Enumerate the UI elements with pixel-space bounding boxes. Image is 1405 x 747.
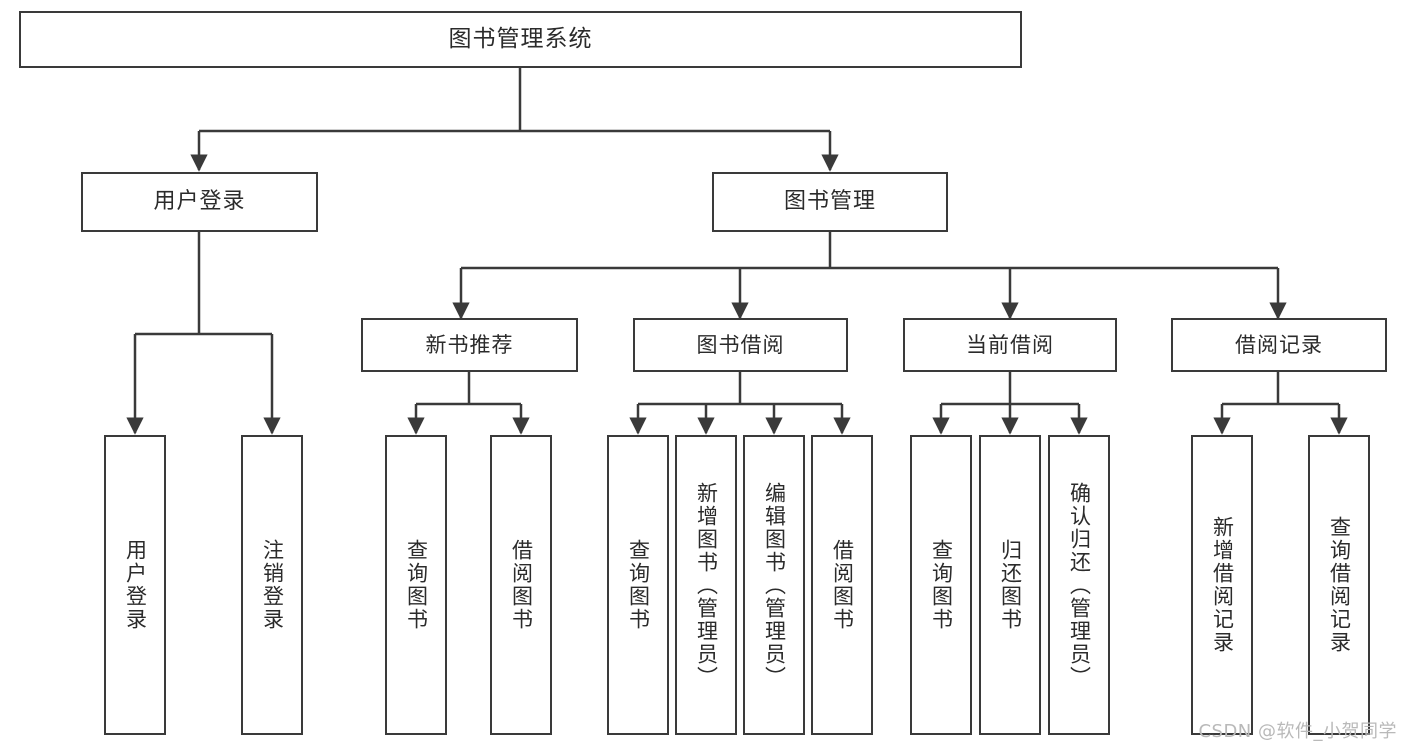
node-label: 当前借阅	[966, 332, 1054, 357]
leaf-add-book-admin[interactable]: 新增图书（管理员）	[675, 435, 737, 735]
node-label: 确认归还（管理员）	[1067, 481, 1092, 689]
node-label: 用户登录	[123, 539, 148, 631]
node-borrowing-record[interactable]: 借阅记录	[1171, 318, 1387, 372]
watermark-text: CSDN @软件_小贺同学	[1198, 721, 1397, 742]
leaf-add-borrow-record[interactable]: 新增借阅记录	[1191, 435, 1253, 735]
node-label: 查询图书	[929, 539, 954, 631]
node-book-management[interactable]: 图书管理	[712, 172, 948, 232]
leaf-query-book-new[interactable]: 查询图书	[385, 435, 447, 735]
node-label: 归还图书	[998, 539, 1023, 631]
leaf-borrow-book-new[interactable]: 借阅图书	[490, 435, 552, 735]
leaf-edit-book-admin[interactable]: 编辑图书（管理员）	[743, 435, 805, 735]
node-label: 用户登录	[153, 189, 246, 215]
node-root-book-management-system[interactable]: 图书管理系统	[19, 11, 1022, 68]
node-label: 借阅记录	[1235, 332, 1323, 357]
node-label: 图书管理	[783, 189, 876, 215]
node-label: 注销登录	[260, 539, 285, 631]
node-label: 新书推荐	[425, 332, 514, 357]
node-user-login[interactable]: 用户登录	[81, 172, 318, 232]
node-label: 图书管理系统	[448, 26, 593, 53]
node-book-borrowing[interactable]: 图书借阅	[633, 318, 848, 372]
node-label: 图书借阅	[696, 332, 785, 357]
node-label: 借阅图书	[830, 539, 855, 631]
leaf-confirm-return-admin[interactable]: 确认归还（管理员）	[1048, 435, 1110, 735]
leaf-borrow-book[interactable]: 借阅图书	[811, 435, 873, 735]
node-current-borrowing[interactable]: 当前借阅	[903, 318, 1117, 372]
node-label: 编辑图书（管理员）	[762, 481, 787, 689]
node-label: 新增借阅记录	[1210, 516, 1235, 654]
leaf-query-book-current[interactable]: 查询图书	[910, 435, 972, 735]
leaf-return-book[interactable]: 归还图书	[979, 435, 1041, 735]
leaf-user-login[interactable]: 用户登录	[104, 435, 166, 735]
leaf-query-book-borrow[interactable]: 查询图书	[607, 435, 669, 735]
node-label: 新增图书（管理员）	[694, 481, 719, 689]
node-label: 查询图书	[626, 539, 651, 631]
node-label: 查询图书	[404, 539, 429, 631]
node-new-book-recommendation[interactable]: 新书推荐	[361, 318, 578, 372]
node-label: 借阅图书	[509, 539, 534, 631]
node-label: 查询借阅记录	[1327, 516, 1352, 654]
leaf-query-borrow-record[interactable]: 查询借阅记录	[1308, 435, 1370, 735]
leaf-logout[interactable]: 注销登录	[241, 435, 303, 735]
